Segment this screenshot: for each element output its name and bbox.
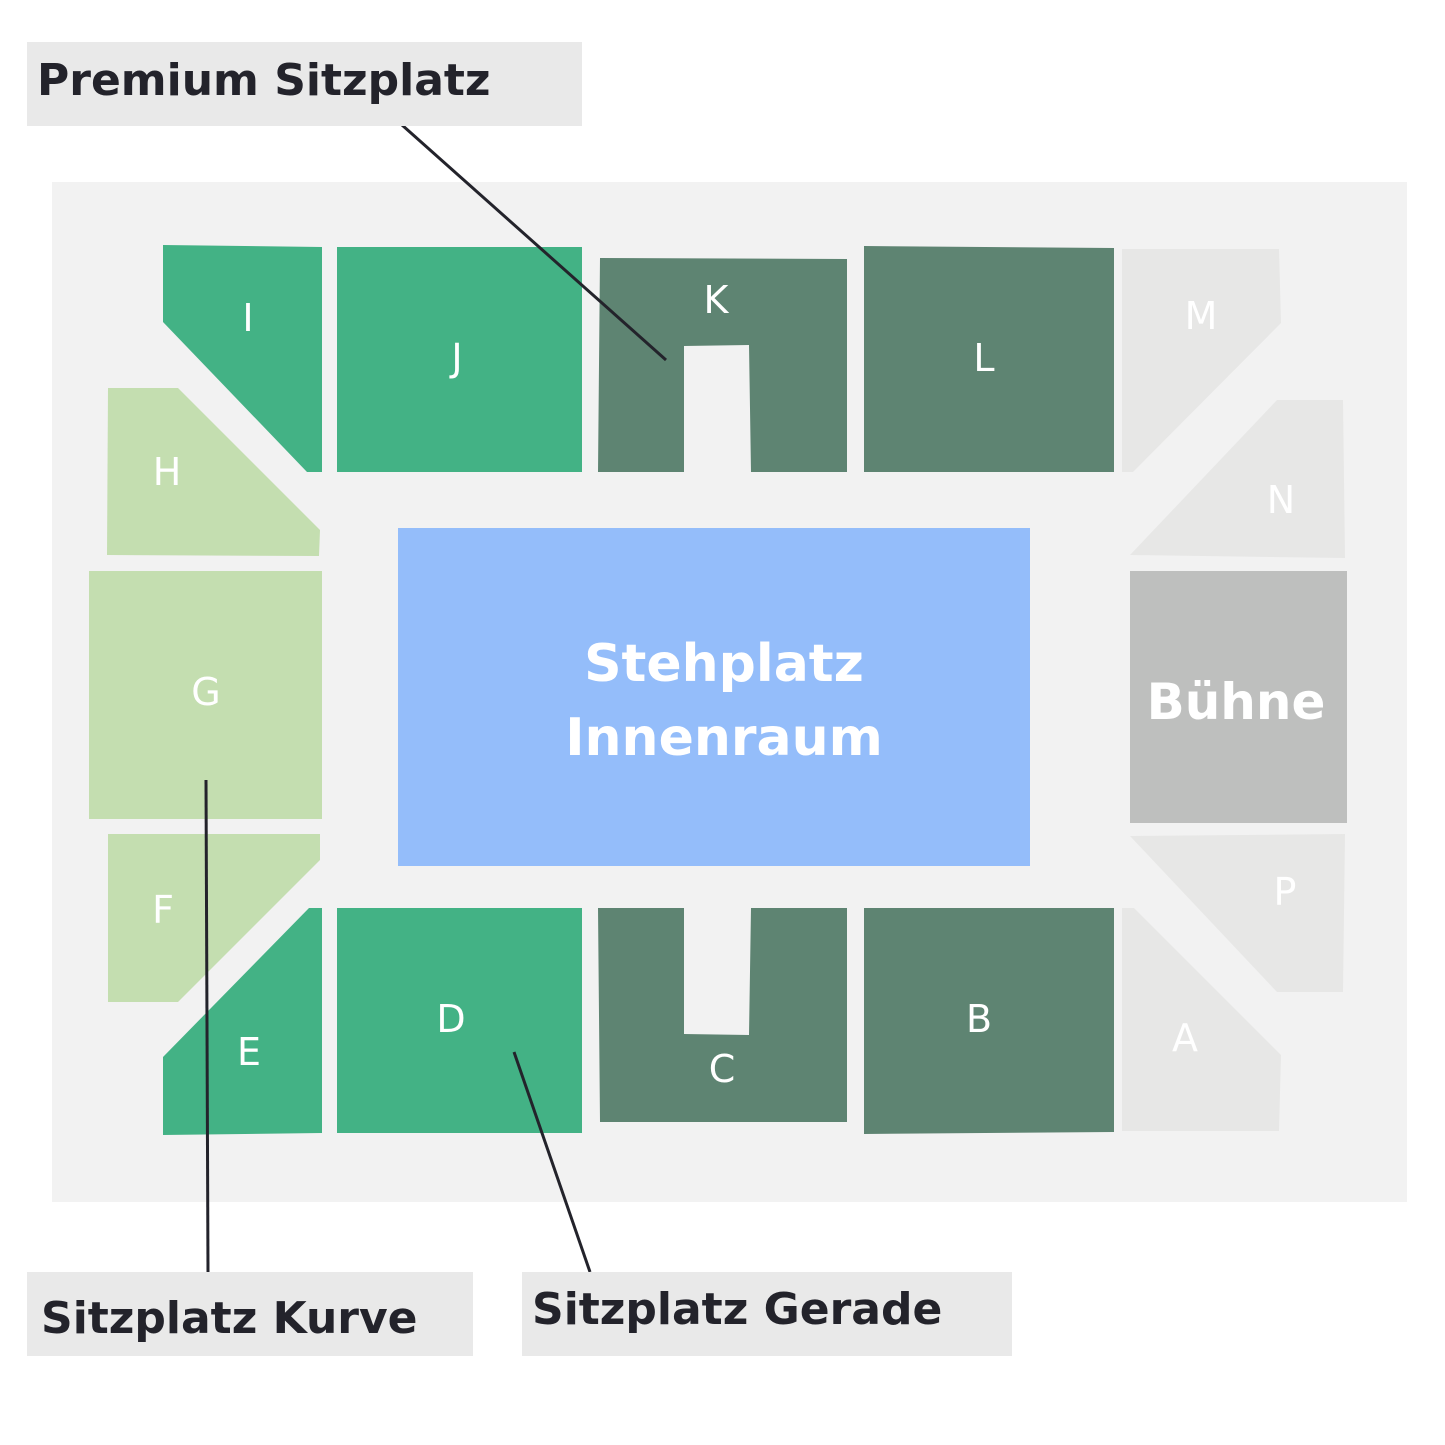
standing-area[interactable]: [398, 528, 1030, 866]
section-p[interactable]: [1130, 834, 1345, 992]
section-j[interactable]: [337, 247, 582, 472]
section-b[interactable]: [864, 908, 1114, 1134]
callout-line-kurve: [204, 779, 210, 1273]
callout-premium-label: Premium Sitzplatz: [37, 55, 491, 106]
stage-label: Bühne: [1147, 673, 1326, 731]
standing-area-label-line1: Stehplatz: [584, 634, 864, 694]
section-label-g: G: [191, 670, 220, 714]
standing-area-label-line2: Innenraum: [565, 708, 883, 768]
callout-gerade: Sitzplatz Gerade: [522, 1272, 1012, 1356]
section-k[interactable]: [598, 258, 847, 472]
section-label-f: F: [152, 888, 174, 932]
section-label-l: L: [973, 336, 994, 380]
section-label-m: M: [1185, 294, 1218, 338]
section-label-k: K: [704, 278, 730, 322]
section-label-d: D: [436, 997, 465, 1041]
callout-line-premium: [401, 123, 667, 362]
section-label-i: I: [242, 296, 253, 340]
section-n[interactable]: [1130, 400, 1345, 558]
section-g[interactable]: [89, 571, 322, 819]
section-label-j: J: [449, 336, 462, 380]
section-label-n: N: [1267, 478, 1295, 522]
section-m[interactable]: [1122, 249, 1281, 472]
section-label-p: P: [1274, 870, 1297, 914]
section-f[interactable]: [108, 834, 320, 1002]
section-l[interactable]: [864, 246, 1114, 472]
section-d[interactable]: [337, 908, 582, 1133]
section-label-e: E: [237, 1030, 261, 1074]
section-c[interactable]: [598, 908, 847, 1122]
callout-gerade-label: Sitzplatz Gerade: [532, 1284, 943, 1335]
callout-premium: Premium Sitzplatz: [27, 42, 582, 126]
section-h[interactable]: [107, 388, 320, 556]
section-e[interactable]: [163, 908, 322, 1135]
section-a[interactable]: [1122, 908, 1281, 1131]
section-label-c: C: [709, 1047, 736, 1091]
section-label-b: B: [966, 997, 992, 1041]
section-i[interactable]: [163, 245, 322, 472]
section-label-a: A: [1172, 1016, 1198, 1060]
callout-kurve: Sitzplatz Kurve: [27, 1272, 473, 1356]
stage-area: [1130, 571, 1347, 823]
callout-line-gerade: [512, 1051, 592, 1273]
section-label-h: H: [153, 450, 182, 494]
callout-kurve-label: Sitzplatz Kurve: [41, 1293, 418, 1344]
